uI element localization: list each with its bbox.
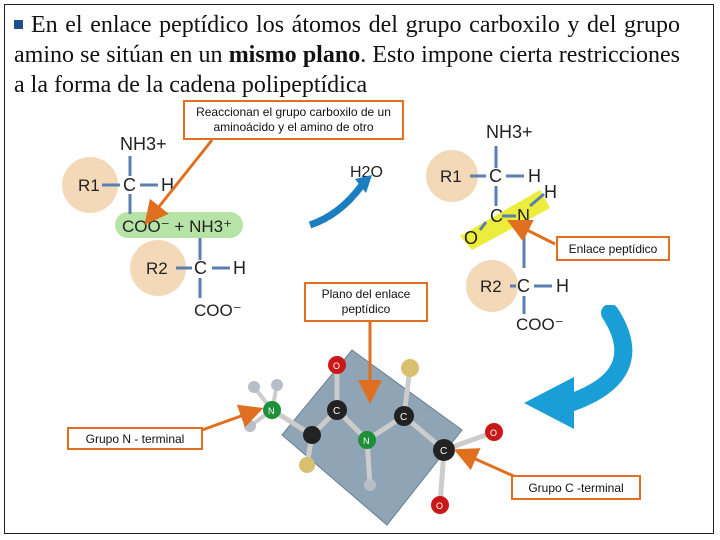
callout-c-terminal: Grupo C -terminal — [511, 475, 641, 500]
alpha-c-label-2: C — [194, 258, 207, 278]
o-atom-3-label: O — [436, 501, 443, 511]
react-callout-arrow — [144, 139, 214, 226]
alpha-c-atom-2-label: C — [400, 412, 407, 423]
slide-frame — [4, 4, 714, 534]
alpha-c-label-3: C — [489, 166, 502, 186]
reactants-diagram: NH3+ R1 C H COO⁻ + NH3⁺ R2 C H COO⁻ — [62, 134, 246, 320]
amide-n-atom — [358, 431, 376, 449]
amide-h-label: H — [544, 182, 557, 202]
big-curved-arrow-icon — [561, 305, 633, 412]
water-label: H2O — [350, 164, 383, 181]
amide-h-atom — [364, 479, 376, 491]
slide-bullet: En el enlace peptídico los átomos del gr… — [14, 10, 680, 100]
r2-label: R2 — [146, 259, 168, 278]
h-label-4: H — [556, 276, 569, 296]
alpha-c-atom-1 — [303, 426, 321, 444]
amide-n-atom-label: N — [363, 436, 370, 446]
c-terminal-atom — [433, 439, 455, 461]
r2-label-product: R2 — [480, 277, 502, 296]
coo-label-2: COO⁻ — [516, 315, 564, 334]
o-atom-1-label: O — [333, 361, 340, 371]
callout-react: Reaccionan el grupo carboxilo de un amin… — [183, 100, 404, 140]
transition-arrow — [524, 305, 633, 429]
r1-group-circle — [62, 157, 118, 213]
n-terminal-atom-label: N — [268, 406, 275, 416]
bullet-text-end: . Esto impone cierta restricciones a la … — [14, 42, 681, 98]
callout-plane: Plano del enlace peptídico — [304, 282, 428, 322]
carbonyl-c-atom-label: C — [333, 406, 340, 417]
dipeptide-diagram: NH3+ R1 C H C N H O R2 C H COO⁻ — [426, 122, 569, 334]
alpha-c-label-1: C — [123, 175, 136, 195]
r2-atom — [401, 359, 419, 377]
callout-n-terminal: Grupo N - terminal — [67, 427, 203, 450]
peptide-plane-model: N O C N C C O O — [244, 349, 503, 526]
bullet-text-bold: mismo plano — [228, 42, 361, 68]
n-terminal-callout-arrow — [201, 404, 264, 432]
alpha-c-label-4: C — [517, 276, 530, 296]
arrow-head-icon — [355, 175, 372, 193]
o-atom-2 — [485, 423, 503, 441]
r1-atom — [299, 457, 315, 473]
carbonyl-o-label: O — [464, 228, 478, 248]
bullet-square-icon — [14, 20, 23, 29]
h-atom-1 — [248, 381, 260, 393]
big-arrow-head-icon — [524, 377, 574, 429]
peptide-bond-callout-arrow — [506, 219, 556, 246]
h-atom-2 — [271, 379, 283, 391]
r1-label: R1 — [78, 176, 100, 195]
c-terminal-callout-arrow — [453, 448, 519, 480]
carbonyl-c-label: C — [490, 206, 503, 226]
alpha-c-atom-2 — [394, 406, 414, 426]
callout-peptide-bond: Enlace peptídico — [556, 236, 670, 261]
n-terminal-atom — [263, 401, 281, 419]
reaction-arrow: H2O — [308, 164, 383, 229]
nh3-label-2: NH3+ — [486, 122, 533, 142]
o-atom-3 — [431, 496, 449, 514]
r2-group-circle — [130, 240, 186, 296]
r2-group-circle-product — [466, 260, 518, 312]
carbonyl-c-atom — [327, 400, 347, 420]
c-terminal-atom-label: C — [440, 446, 447, 457]
r1-label-product: R1 — [440, 167, 462, 186]
curved-arrow-icon — [308, 182, 365, 229]
h-label-2: H — [233, 258, 246, 278]
o-atom-2-label: O — [490, 428, 497, 438]
o-atom-1 — [328, 356, 346, 374]
h-label-3: H — [528, 166, 541, 186]
peptide-bond-highlight — [460, 190, 550, 250]
bullet-text-start: En el enlace peptídico los átomos del gr… — [14, 12, 680, 68]
nh3-label-1: NH3+ — [120, 134, 167, 154]
coo-label-1: COO⁻ — [194, 301, 242, 320]
r1-group-circle-product — [426, 150, 478, 202]
